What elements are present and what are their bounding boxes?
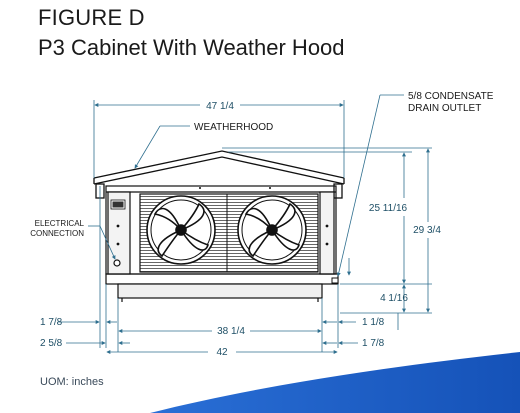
dim-cabinet-width: 42	[216, 347, 228, 358]
dim-overall-height: 29 3/4	[413, 225, 441, 236]
dim-overall-width: 47 1/4	[206, 101, 234, 112]
callout-drain-line2: DRAIN OUTLET	[408, 103, 481, 114]
dim-base-left-offset: 1 7/8	[40, 317, 63, 328]
uom-note: UOM: inches	[40, 376, 104, 388]
dim-mount-width: 38 1/4	[217, 326, 245, 337]
drain-outlet	[331, 277, 339, 284]
cabinet-outline	[105, 185, 337, 275]
weatherhood-roof	[93, 150, 345, 199]
callout-weatherhood: WEATHERHOOD	[194, 122, 273, 133]
callout-electrical-line2: CONNECTION	[30, 229, 84, 238]
callout-electrical-line1: ELECTRICAL	[35, 219, 85, 228]
fan-right	[237, 195, 307, 265]
dim-left-offset-2: 2 5/8	[40, 338, 63, 349]
figure-title: P3 Cabinet With Weather Hood	[38, 35, 345, 60]
dim-base-right-offset: 1 1/8	[362, 317, 385, 328]
screws	[116, 187, 329, 246]
callout-drain-line1: 5/8 CONDENSATE	[408, 91, 494, 102]
dim-right-offset-2: 1 7/8	[362, 338, 385, 349]
fan-left	[146, 195, 216, 265]
dim-cabinet-height: 25 11/16	[369, 203, 408, 214]
dimension-lines	[58, 94, 432, 354]
cabinet-base	[105, 273, 339, 302]
decorative-wave	[150, 352, 520, 413]
figure-label: FIGURE D	[38, 5, 145, 30]
electrical-port	[113, 259, 121, 267]
dim-base-height: 4 1/16	[380, 293, 408, 304]
